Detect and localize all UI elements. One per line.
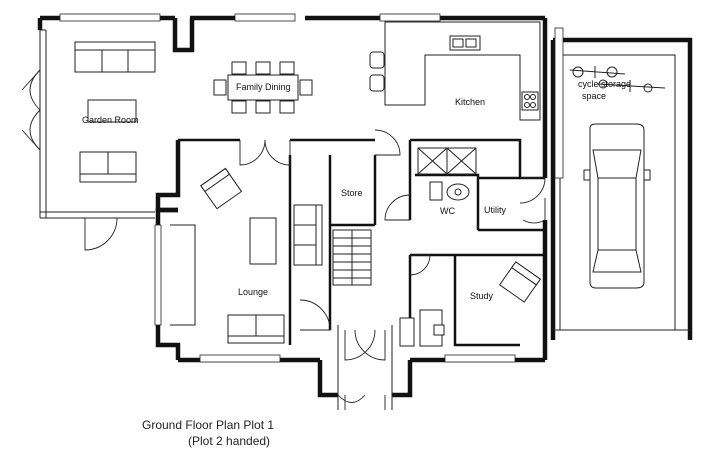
lounge-furniture [200,167,323,344]
label-kitchen: Kitchen [455,97,485,107]
bicycle-icon [569,66,666,93]
label-garden-room: Garden Room [82,115,139,125]
room-labels: Garden Room Family Dining Kitchen cycle … [82,79,631,301]
garage [550,37,693,340]
internal-walls [178,138,545,347]
dining-furniture [213,61,313,114]
plan-caption: Ground Floor Plan Plot 1 (Plot 2 handed) [142,418,274,448]
label-wc: WC [440,206,455,216]
garage-contents [569,66,666,289]
staircase [332,229,372,286]
label-study: Study [470,291,494,301]
caption-title: Ground Floor Plan Plot 1 [142,418,274,432]
label-cycle-storage: cycle storage [578,79,631,89]
label-lounge: Lounge [238,287,268,297]
label-cycle-storage-space: space [582,91,606,101]
garden-room-furniture [74,41,156,183]
utility-furniture [417,147,477,201]
study-furniture [399,261,542,347]
label-family-dining: Family Dining [236,82,291,92]
label-utility: Utility [484,205,506,215]
windows [59,13,564,363]
doors [21,69,546,410]
caption-subtitle: (Plot 2 handed) [188,434,270,448]
label-store: Store [341,188,363,198]
outer-walls [37,15,548,410]
kitchen-furniture [369,21,541,121]
